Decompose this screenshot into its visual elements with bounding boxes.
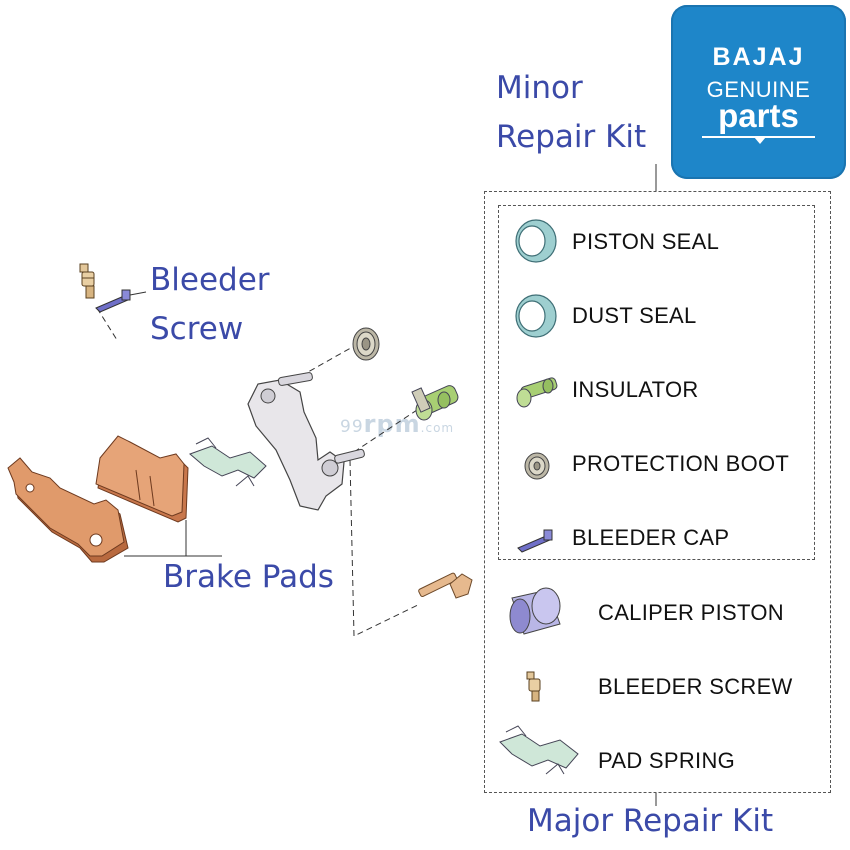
bleeder-screw-icon <box>79 263 95 299</box>
bleeder-cap-icon <box>517 529 553 553</box>
kit-item-caliper-piston: CALIPER PISTON <box>598 600 784 625</box>
bleeder-screw-label-line2: Screw <box>150 311 244 347</box>
minor-repair-kit-box <box>498 205 815 560</box>
caliper-piston-icon <box>509 587 561 635</box>
caliper-bracket-icon <box>247 372 365 511</box>
bajaj-genuine-parts-logo: BAJAJ GENUINE parts <box>671 5 846 179</box>
insulator-icon <box>411 385 459 421</box>
dash-line-bolt <box>349 459 421 637</box>
watermark: 99rpm.com <box>340 410 455 438</box>
kit-item-pad-spring: PAD SPRING <box>598 748 736 773</box>
brake-pad-rear-icon <box>7 457 129 563</box>
logo-arrow-icon <box>754 137 766 144</box>
logo-brand-text: BAJAJ <box>712 43 805 71</box>
dash-line-insulator <box>353 407 421 453</box>
dash-line-bleeder <box>96 307 118 341</box>
pad-spring-icon <box>189 437 267 487</box>
kit-item-bleeder-screw: BLEEDER SCREW <box>598 674 793 699</box>
protection-boot-icon <box>524 452 550 480</box>
logo-parts-text: parts <box>718 97 799 134</box>
pad-spring-icon <box>499 725 579 775</box>
minor-kit-label-line2: Repair Kit <box>496 119 647 155</box>
dust-seal-icon <box>515 294 557 338</box>
leader-lines <box>124 164 657 806</box>
kit-item-piston-seal: PISTON SEAL <box>572 229 720 254</box>
logo-genuine-text: GENUINE <box>706 77 811 102</box>
piston-seal-icon <box>515 219 557 263</box>
bleeder-leader <box>129 291 147 296</box>
kit-item-protection-boot: PROTECTION BOOT <box>572 451 790 476</box>
brake-pad-front-icon <box>95 435 189 523</box>
kit-item-insulator: INSULATOR <box>572 377 699 402</box>
minor-kit-label-line1: Minor <box>496 70 583 106</box>
bleeder-cap-icon <box>95 289 131 313</box>
major-repair-kit-box <box>484 191 831 793</box>
brake-pads-label: Brake Pads <box>163 559 334 595</box>
major-kit-label: Major Repair Kit <box>527 803 774 839</box>
bleeder-screw-label-line1: Bleeder <box>150 262 270 298</box>
protection-boot-icon <box>352 327 380 361</box>
bleeder-screw-icon <box>526 671 541 702</box>
caliper-bolt-icon <box>418 572 473 599</box>
kit-item-dust-seal: DUST SEAL <box>572 303 697 328</box>
insulator-icon <box>516 377 558 408</box>
kit-item-bleeder-cap: BLEEDER CAP <box>572 525 730 550</box>
